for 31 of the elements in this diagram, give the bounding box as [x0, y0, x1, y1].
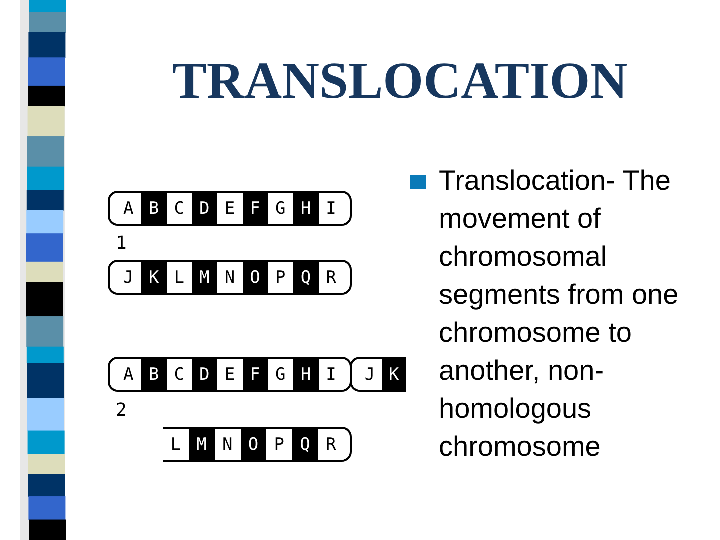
chromosome-band: M [188, 429, 215, 460]
chromosome-band: H [293, 359, 319, 390]
chromosome [108, 191, 352, 226]
chromosome-band: D [192, 193, 218, 224]
chromosome-band: B [141, 193, 167, 224]
chromosome-band: D [192, 359, 218, 390]
definition-text: Translocation- The movement of chromosomal segments from one chromosome to another, non-homologous chromosome [439, 164, 680, 464]
chromosome-band: A [116, 193, 142, 224]
chromosome-band: B [141, 359, 167, 390]
chromosome-band: R [318, 262, 344, 293]
chromosome-band: Q [293, 262, 319, 293]
chromosome-band: O [240, 429, 266, 460]
chromosome-number: 2 [116, 400, 127, 421]
chromosome-band: F [242, 359, 268, 390]
chromosome [108, 357, 352, 392]
chromosome [350, 357, 406, 392]
chromosome-band: A [116, 359, 142, 390]
chromosome-band: O [242, 262, 268, 293]
chromosome-band: K [382, 359, 406, 390]
chromosome [163, 427, 352, 462]
chromosome-band: J [116, 262, 142, 293]
chromosome-band: I [318, 193, 344, 224]
chromosome-band: F [242, 193, 268, 224]
chromosome-band: M [192, 262, 218, 293]
chromosome [108, 260, 352, 295]
chromosome-number: 1 [116, 233, 127, 254]
chromosome-band: Q [292, 429, 318, 460]
title: TRANSLOCATION [171, 52, 629, 111]
chromosome-band: H [293, 193, 319, 224]
chromosome-band: I [318, 359, 344, 390]
chromosome-band: K [141, 262, 167, 293]
